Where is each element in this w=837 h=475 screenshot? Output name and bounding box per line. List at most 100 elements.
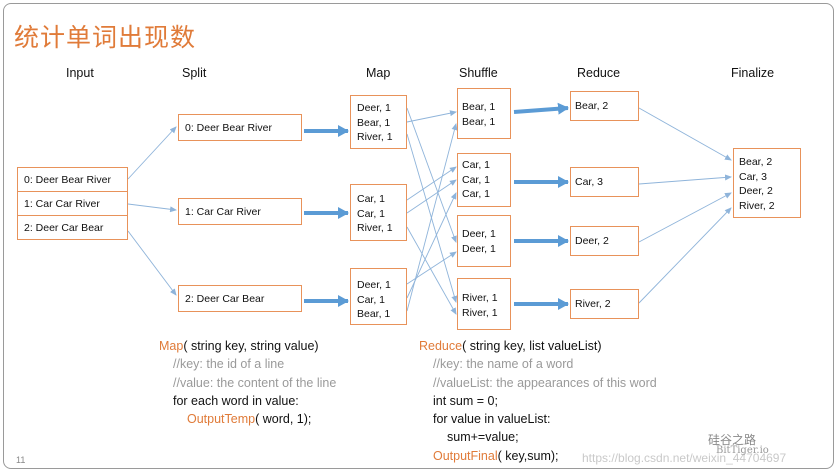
shuffle-pair: Deer, 1 [462,242,496,255]
arrow-map-shuffle [406,226,457,315]
header-finalize: Finalize [731,66,775,80]
map-code: Map( string key, string value) //key: the… [159,337,336,428]
input-line: 2: Deer Car Bear [24,222,104,234]
map-box: Car, 1 Car, 1 River, 1 [350,184,407,241]
reduce-code-line: int sum = 0; [433,393,498,408]
reduce-code-comment: //valueList: the appearances of this wor… [433,375,657,390]
shuffle-pair: River, 1 [462,306,498,319]
final-pair: River, 2 [739,199,775,212]
arrow-input-split-1 [127,203,177,213]
input-box: 2: Deer Car Bear [17,215,128,240]
header-shuffle: Shuffle [459,66,498,80]
map-box: Deer, 1 Bear, 1 River, 1 [350,95,407,149]
shuffle-box: Deer, 1 Deer, 1 [457,215,511,267]
final-pair: Bear, 2 [739,156,773,168]
map-pair: Deer, 1 [357,102,391,114]
map-code-line: for each word in value: [173,393,299,408]
page-number: 11 [16,455,26,465]
arrow-map-shuffle [406,110,457,123]
map-pair: Bear, 1 [357,116,391,129]
arrow-map-shuffle [406,123,458,312]
split-line: 0: Deer Bear River [185,122,272,134]
reduce-code-line: sum+=value; [447,430,519,445]
final-pair: Car, 3 [739,170,768,183]
split-box: 0: Deer Bear River [178,114,302,141]
shuffle-box: Bear, 1 Bear, 1 [457,88,511,139]
reduce-code-line: for value in valueList: [433,412,551,427]
arrow-reduce-finalize-1 [638,174,732,185]
reduce-pair: Car, 3 [575,176,604,188]
reduce-pair: River, 2 [575,298,611,310]
final-pair: Deer, 2 [739,185,773,197]
input-line: 0: Deer Bear River [24,174,111,186]
shuffle-box: Car, 1 Car, 1 Car, 1 [457,153,511,207]
arrow-map-shuffle [406,166,457,201]
reduce-emit-fn: OutputFinal [433,448,498,463]
arrow-map-shuffle [406,179,457,214]
shuffle-pair: Bear, 1 [462,115,496,128]
shuffle-box: River, 1 River, 1 [457,278,511,330]
watermark-url: https://blog.csdn.net/weixin_44704697 [582,451,787,465]
reduce-pair: Deer, 2 [575,235,609,247]
slide: 统计单词出现数 Input Split Map Shuffle Reduce F… [3,3,834,469]
map-fn-name: Map [159,339,184,353]
reduce-box: River, 2 [570,289,639,319]
reduce-box: Deer, 2 [570,226,639,256]
shuffle-pair: Bear, 1 [462,101,496,113]
watermark-logo-subtext: BitTiger.io [716,445,769,456]
reduce-code-signature: Reduce( string key, list valueList) [419,337,657,355]
map-pair: River, 1 [357,131,393,143]
arrow-map-shuffle [406,107,457,243]
reduce-code: Reduce( string key, list valueList) //key… [419,337,657,465]
map-fn-sig: ( string key, string value) [183,339,319,353]
map-pair: Car, 1 [357,193,386,205]
shuffle-pair: Car, 1 [462,173,491,186]
header-split: Split [182,66,207,80]
reduce-fn-sig: ( string key, list valueList) [462,339,602,353]
arrow-reduce-finalize-2 [638,192,732,243]
input-box: 1: Car Car River [17,191,128,216]
shuffle-pair: River, 1 [462,292,498,304]
watermark-logo-text: 硅谷之路 [708,433,757,447]
arrow-input-split-2 [127,230,177,296]
reduce-code-comment: //key: the name of a word [433,357,574,372]
reduce-emit-args: ( key,sum); [497,448,559,463]
map-pair: Car, 1 [357,293,386,306]
input-line: 1: Car Car River [24,198,100,210]
input-box: 0: Deer Bear River [17,167,128,192]
reduce-box: Car, 3 [570,167,639,197]
shuffle-pair: Deer, 1 [462,228,496,240]
reduce-fn-name: Reduce [419,339,463,353]
map-pair: River, 1 [357,222,393,234]
header-input: Input [66,66,94,80]
map-code-comment: //key: the id of a line [173,357,285,372]
reduce-pair: Bear, 2 [575,100,609,112]
map-emit-fn: OutputTemp [187,412,256,427]
arrow-input-split-0 [127,126,177,180]
reduce-code-emit: OutputFinal( key,sum); [419,447,657,465]
shuffle-pair: Car, 1 [462,188,491,200]
reduce-box: Bear, 2 [570,91,639,121]
map-emit-args: ( word, 1); [255,412,312,427]
finalize-box: Bear, 2 Car, 3 Deer, 2 River, 2 [733,148,801,218]
header-reduce: Reduce [577,66,621,80]
flow-arrows [127,102,732,315]
arrow-reduce-finalize-3 [638,207,732,304]
map-box: Deer, 1 Car, 1 Bear, 1 [350,268,407,325]
map-pair: Bear, 1 [357,308,391,320]
map-code-signature: Map( string key, string value) [159,337,336,355]
shuffle-pair: Car, 1 [462,159,491,171]
arrow-shuffle-reduce-0 [513,102,569,115]
map-code-emit: OutputTemp( word, 1); [159,410,336,428]
map-pair: Deer, 1 [357,279,391,291]
map-pair: Car, 1 [357,207,386,220]
arrow-map-shuffle [406,251,457,285]
arrow-reduce-finalize-0 [638,107,732,161]
split-box: 1: Car Car River [178,198,302,225]
slide-title: 统计单词出现数 [14,23,197,52]
split-box: 2: Deer Car Bear [178,285,302,312]
split-line: 1: Car Car River [185,206,261,218]
split-line: 2: Deer Car Bear [185,293,265,305]
map-code-comment: //value: the content of the line [173,375,337,390]
header-map: Map [366,66,391,80]
